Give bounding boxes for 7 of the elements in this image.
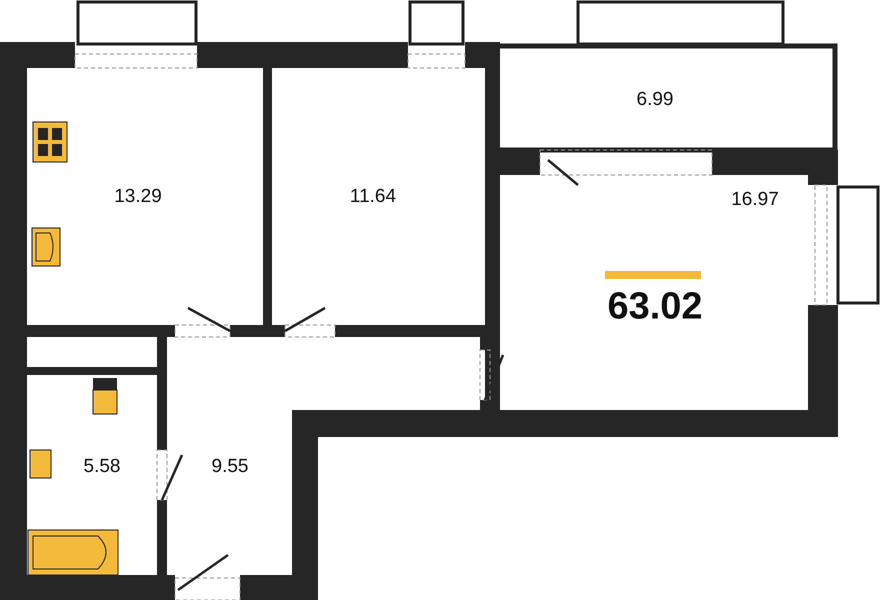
room-area: 13.29 (114, 182, 162, 212)
total-area-value: 63.02 (607, 284, 703, 330)
room-area: 9.55 (212, 452, 248, 482)
room-area: 6.99 (636, 86, 674, 114)
room-area: 11.64 (350, 182, 396, 212)
room-area: 5.58 (84, 452, 120, 482)
room-area: 16.97 (731, 186, 779, 214)
